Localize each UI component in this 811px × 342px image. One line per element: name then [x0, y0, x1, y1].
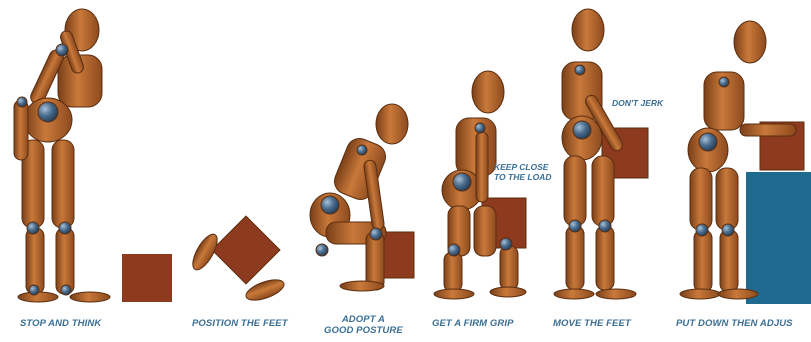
- caption-adopt-posture: ADOPT A GOOD POSTURE: [324, 314, 403, 336]
- box-2: [212, 216, 280, 284]
- figure-put-down: [680, 21, 811, 304]
- thigh-right: [474, 206, 496, 256]
- table: [746, 172, 811, 304]
- caption-adopt-line1: ADOPT A: [324, 314, 403, 325]
- note-keep-close: KEEP CLOSE TO THE LOAD: [494, 162, 551, 182]
- shin-right: [56, 228, 74, 294]
- lower-arm: [14, 100, 28, 160]
- shin-left: [694, 230, 712, 292]
- foot-left: [434, 289, 474, 299]
- foot-right: [70, 292, 110, 302]
- caption-put-down: PUT DOWN THEN ADJUS: [676, 318, 793, 329]
- caption-position-feet: POSITION THE FEET: [192, 318, 288, 329]
- note-dont-jerk: DON'T JERK: [612, 98, 663, 108]
- foot-right: [718, 289, 758, 299]
- figure-firm-grip: [434, 71, 526, 299]
- shin-left: [26, 228, 44, 294]
- thigh-right: [52, 140, 74, 228]
- caption-adopt-line2: GOOD POSTURE: [324, 325, 403, 336]
- thigh-left: [690, 168, 712, 230]
- shin-left: [566, 226, 584, 290]
- thigh-left: [564, 156, 586, 226]
- figure-move-feet: [554, 9, 648, 299]
- note-keep-close-line2: TO THE LOAD: [494, 172, 551, 182]
- feet-position: [188, 216, 286, 304]
- arm: [740, 124, 796, 136]
- figure-stop-and-think: [14, 9, 110, 302]
- foot-left: [680, 289, 720, 299]
- shin-left: [444, 252, 462, 292]
- shin-right: [720, 230, 738, 292]
- caption-firm-grip: GET A FIRM GRIP: [432, 318, 514, 329]
- thigh-right: [716, 168, 738, 230]
- arm: [476, 132, 488, 202]
- thigh-right: [592, 156, 614, 226]
- foot: [340, 281, 384, 291]
- caption-move-feet: MOVE THE FEET: [553, 318, 631, 329]
- figure-adopt-posture: [310, 104, 414, 291]
- shin-right: [500, 246, 518, 290]
- head: [472, 71, 504, 113]
- head: [376, 104, 408, 144]
- foot-left: [554, 289, 594, 299]
- box-1: [122, 254, 172, 302]
- caption-stop-and-think: STOP AND THINK: [20, 318, 101, 329]
- foot-right: [490, 287, 526, 297]
- head: [572, 9, 604, 51]
- foot-right: [596, 289, 636, 299]
- note-keep-close-line1: KEEP CLOSE: [494, 162, 551, 172]
- head: [734, 21, 766, 63]
- shin-right: [596, 226, 614, 290]
